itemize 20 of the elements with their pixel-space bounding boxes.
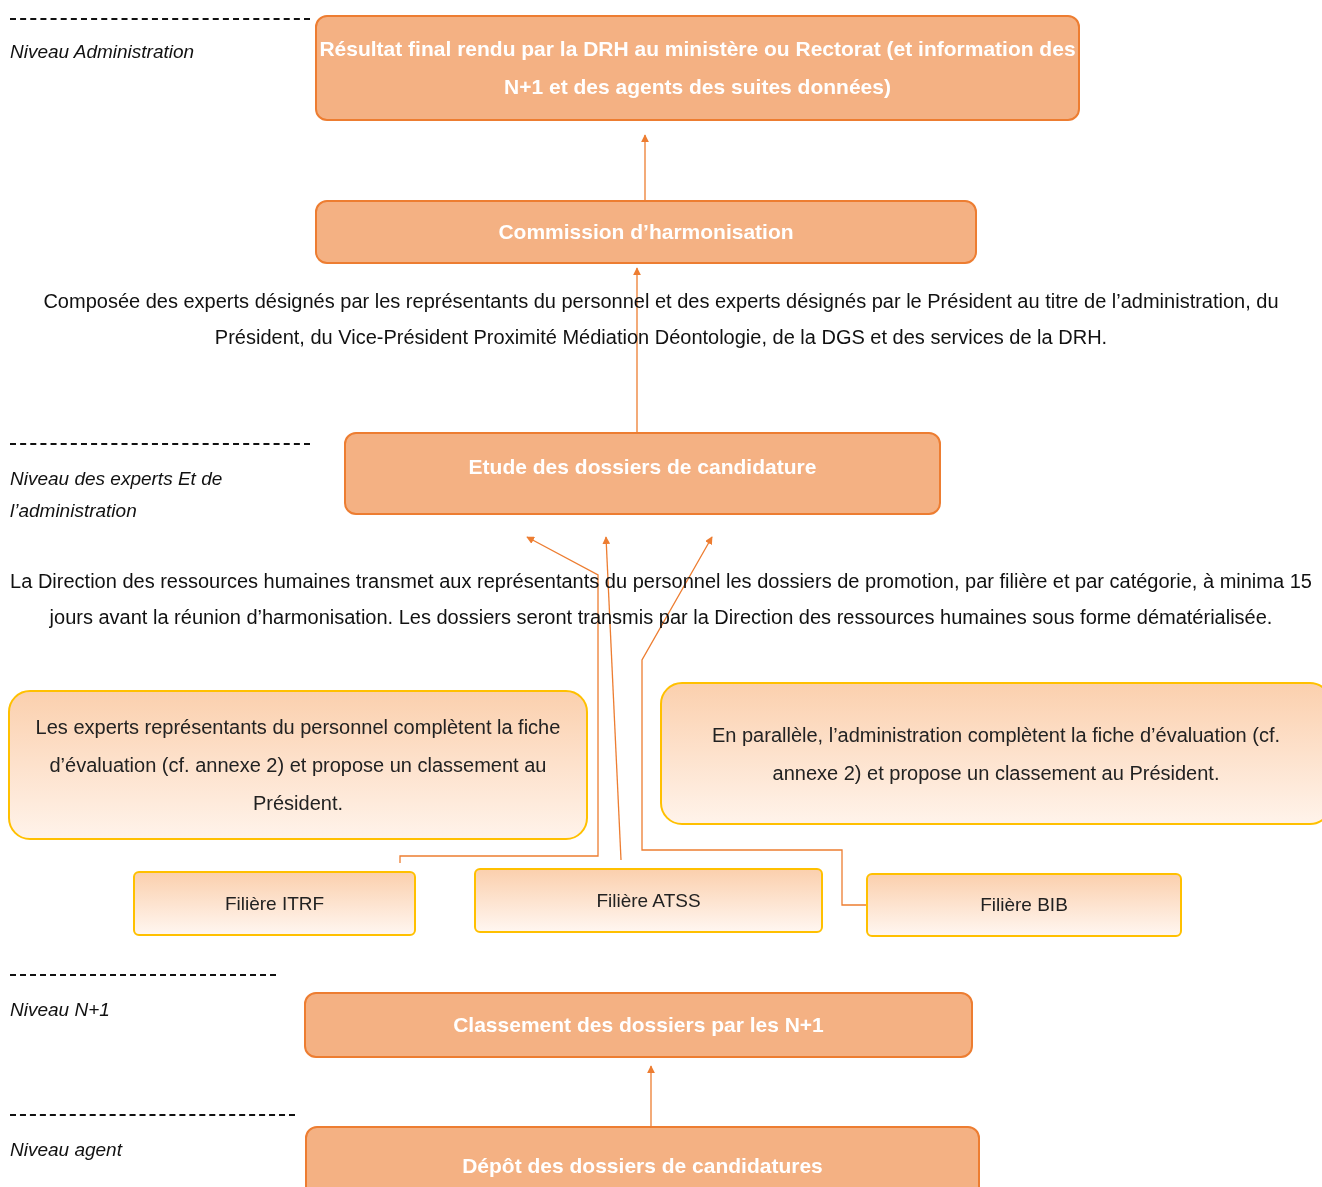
category-box: Filière BIB bbox=[866, 873, 1182, 937]
level-label: Niveau N+1 bbox=[10, 998, 110, 1022]
process-box: Classement des dossiers par les N+1 bbox=[304, 992, 973, 1058]
arrow bbox=[602, 536, 622, 861]
level-label: Niveau des experts Et de l’administration bbox=[10, 467, 224, 523]
note-box: Les experts représentants du personnel complètent la fiche d’évaluation (cf. annexe 2) et propose un classement au Président. bbox=[8, 690, 588, 840]
process-box: Commission d’harmonisation bbox=[315, 200, 977, 264]
arrow bbox=[633, 267, 641, 433]
arrow bbox=[399, 536, 599, 864]
process-box: Résultat final rendu par la DRH au ministère ou Rectorat (et information des N+1 et des agents des suites données) bbox=[315, 15, 1080, 121]
level-label: Niveau agent bbox=[10, 1138, 122, 1162]
process-box: Dépôt des dossiers de candidatures bbox=[305, 1126, 980, 1187]
category-box: Filière ITRF bbox=[133, 871, 416, 936]
arrow bbox=[641, 536, 867, 906]
arrow bbox=[647, 1065, 655, 1127]
category-box: Filière ATSS bbox=[474, 868, 823, 933]
process-box: Etude des dossiers de candidature bbox=[344, 432, 941, 515]
note-box: En parallèle, l’administration complètent la fiche d’évaluation (cf. annexe 2) et propose un classement au Président. bbox=[660, 682, 1322, 825]
level-label: Niveau Administration bbox=[10, 40, 195, 64]
arrow bbox=[641, 134, 649, 201]
